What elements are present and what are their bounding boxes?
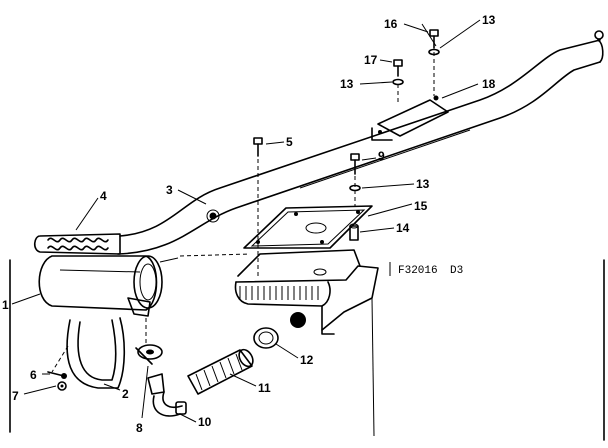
callout-5: 5 xyxy=(286,135,293,149)
callout-13-top: 13 xyxy=(482,13,496,27)
callout-1: 1 xyxy=(2,298,9,312)
callout-4: 4 xyxy=(100,189,107,203)
grip-part-4 xyxy=(33,233,121,255)
callout-2: 2 xyxy=(122,387,129,401)
callout-9: 9 xyxy=(378,149,385,163)
callout-13-low: 13 xyxy=(416,177,430,191)
callout-8: 8 xyxy=(136,421,143,435)
callout-3: 3 xyxy=(166,183,173,197)
bolt-part-9 xyxy=(350,153,360,206)
callout-18: 18 xyxy=(482,77,496,91)
bracket-part-18 xyxy=(371,52,449,141)
callout-15: 15 xyxy=(414,199,428,213)
muffler-part-1 xyxy=(38,253,251,311)
callout-16: 16 xyxy=(384,17,398,31)
washer-part-13-mid xyxy=(392,78,404,86)
callout-10: 10 xyxy=(198,415,212,429)
callout-7: 7 xyxy=(12,389,19,403)
callout-17: 17 xyxy=(364,53,378,67)
leader-13-top xyxy=(439,19,481,49)
muffler-strap-part-2 xyxy=(51,317,126,389)
screw-part-6 xyxy=(47,371,67,379)
bolt-part-17 xyxy=(393,59,403,104)
spacer-part-14 xyxy=(349,223,359,241)
washer-part-13-low xyxy=(349,184,361,192)
handle-part-3 xyxy=(117,30,604,255)
leader-lines xyxy=(11,23,479,423)
elbow-part-10 xyxy=(147,373,187,417)
flex-pipe-part-11 xyxy=(187,348,254,395)
washer-part-13-top xyxy=(428,48,440,56)
nut-part-7 xyxy=(57,381,67,391)
bolt-part-5 xyxy=(253,137,263,157)
callout-6: 6 xyxy=(30,368,37,382)
callout-12: 12 xyxy=(300,353,314,367)
engine-housing xyxy=(234,249,379,437)
callout-13-mid: 13 xyxy=(340,77,354,91)
callout-14: 14 xyxy=(396,221,410,235)
collar-part-12 xyxy=(253,327,279,349)
sheet-code: D3 xyxy=(450,265,463,277)
callout-11: 11 xyxy=(258,381,271,395)
drawing-code: F32016 xyxy=(398,265,438,277)
mounting-plate-part-15 xyxy=(243,152,373,276)
clamp-part-8 xyxy=(127,297,163,365)
